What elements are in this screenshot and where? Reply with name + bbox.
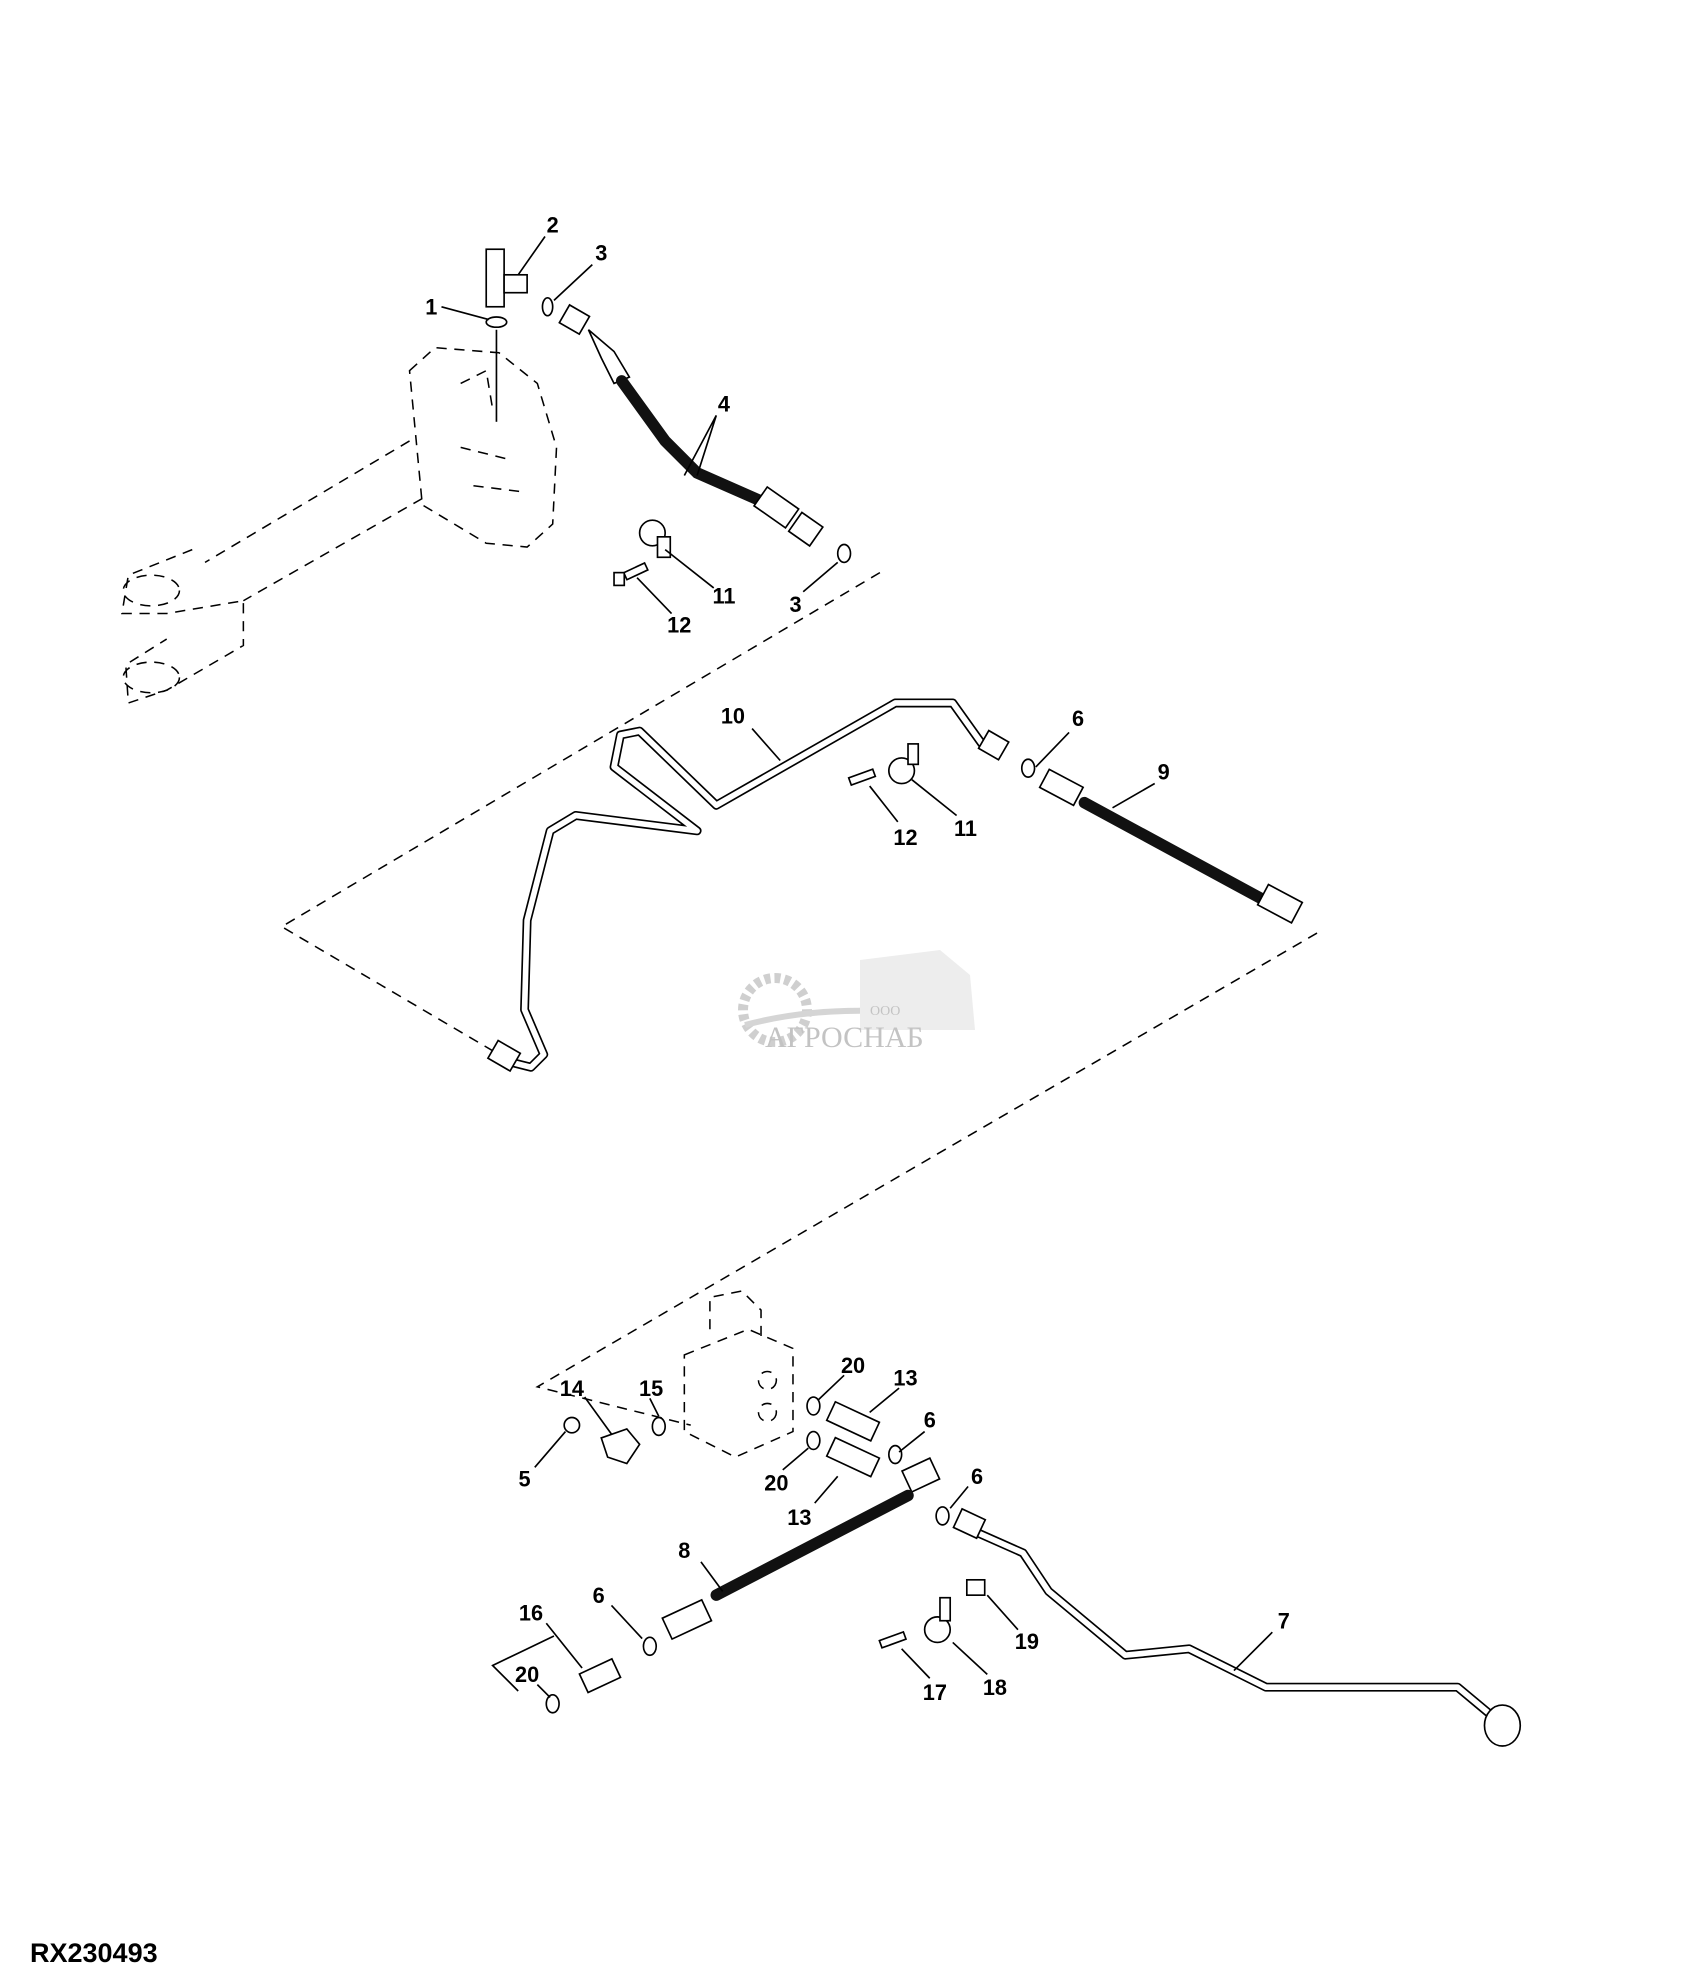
bolt — [878, 1630, 908, 1649]
o-ring — [642, 1636, 658, 1657]
callout-label: 13 — [893, 1366, 917, 1391]
o-ring — [806, 1430, 821, 1451]
callout-label: 17 — [923, 1680, 947, 1705]
callout-label: 9 — [1158, 760, 1170, 785]
spacer — [965, 1578, 986, 1596]
callout-label: 20 — [841, 1353, 865, 1378]
assembly-line — [535, 932, 1318, 1426]
callout-label: 2 — [547, 213, 559, 238]
o-ring — [563, 1416, 581, 1434]
callout-label: 3 — [789, 592, 801, 617]
hose-4 — [558, 303, 824, 548]
hose-9 — [1038, 768, 1304, 924]
o-ring — [545, 1694, 560, 1714]
callout-label: 13 — [787, 1505, 811, 1530]
adapter-13 — [825, 1400, 881, 1442]
fitting-16 — [578, 1657, 622, 1694]
callout-label: 7 — [1278, 1608, 1290, 1633]
tee-fitting — [485, 248, 528, 308]
bolt — [847, 768, 877, 787]
watermark-small: ООО — [870, 1004, 900, 1019]
clamp — [888, 743, 920, 785]
o-ring — [806, 1396, 821, 1416]
callout-label: 18 — [983, 1675, 1007, 1700]
o-ring — [836, 543, 852, 564]
callout-label: 6 — [1072, 706, 1084, 731]
valve-block — [683, 1290, 794, 1458]
callout-label: 20 — [515, 1662, 539, 1687]
figure-id: RX230493 — [30, 1938, 158, 1968]
callout-label: 11 — [954, 816, 977, 841]
adapter-13 — [825, 1436, 881, 1478]
o-ring — [485, 316, 508, 329]
callout-label: 15 — [639, 1376, 663, 1401]
clamp — [638, 519, 672, 559]
axle-housing — [121, 346, 558, 705]
clamp — [923, 1596, 952, 1644]
callout-label: 16 — [519, 1601, 543, 1626]
steel-tube-10 — [486, 698, 1010, 1073]
callout-label: 12 — [667, 613, 691, 638]
o-ring — [1020, 758, 1036, 778]
o-ring — [651, 1416, 666, 1437]
callout-label: 20 — [764, 1470, 788, 1495]
o-ring — [888, 1444, 903, 1465]
leader-lines — [441, 235, 1273, 1698]
callout-label: 6 — [593, 1583, 605, 1608]
steel-tube-7 — [952, 1507, 1522, 1747]
assembly-line — [280, 571, 881, 1056]
o-ring — [935, 1506, 950, 1526]
callout-label: 8 — [678, 1538, 690, 1563]
callout-label: 14 — [560, 1376, 584, 1401]
callout-label: 6 — [924, 1408, 936, 1433]
callout-label: 5 — [519, 1467, 531, 1492]
callout-label: 10 — [721, 703, 745, 728]
callout-label: 12 — [893, 825, 917, 850]
watermark-logo: ООО АГРОСНАБ — [720, 935, 1000, 1060]
callout-label: 1 — [425, 294, 437, 319]
callout-label: 11 — [712, 583, 735, 608]
hose-8 — [661, 1456, 941, 1641]
callout-label: 3 — [595, 241, 607, 266]
elbow-14 — [600, 1428, 641, 1465]
callout-label: 19 — [1015, 1629, 1039, 1654]
callout-label: 6 — [971, 1464, 983, 1489]
watermark-brand: АГРОСНАБ — [765, 1021, 924, 1054]
o-ring — [541, 296, 554, 317]
callout-label: 4 — [718, 392, 730, 417]
bolt — [613, 561, 649, 587]
